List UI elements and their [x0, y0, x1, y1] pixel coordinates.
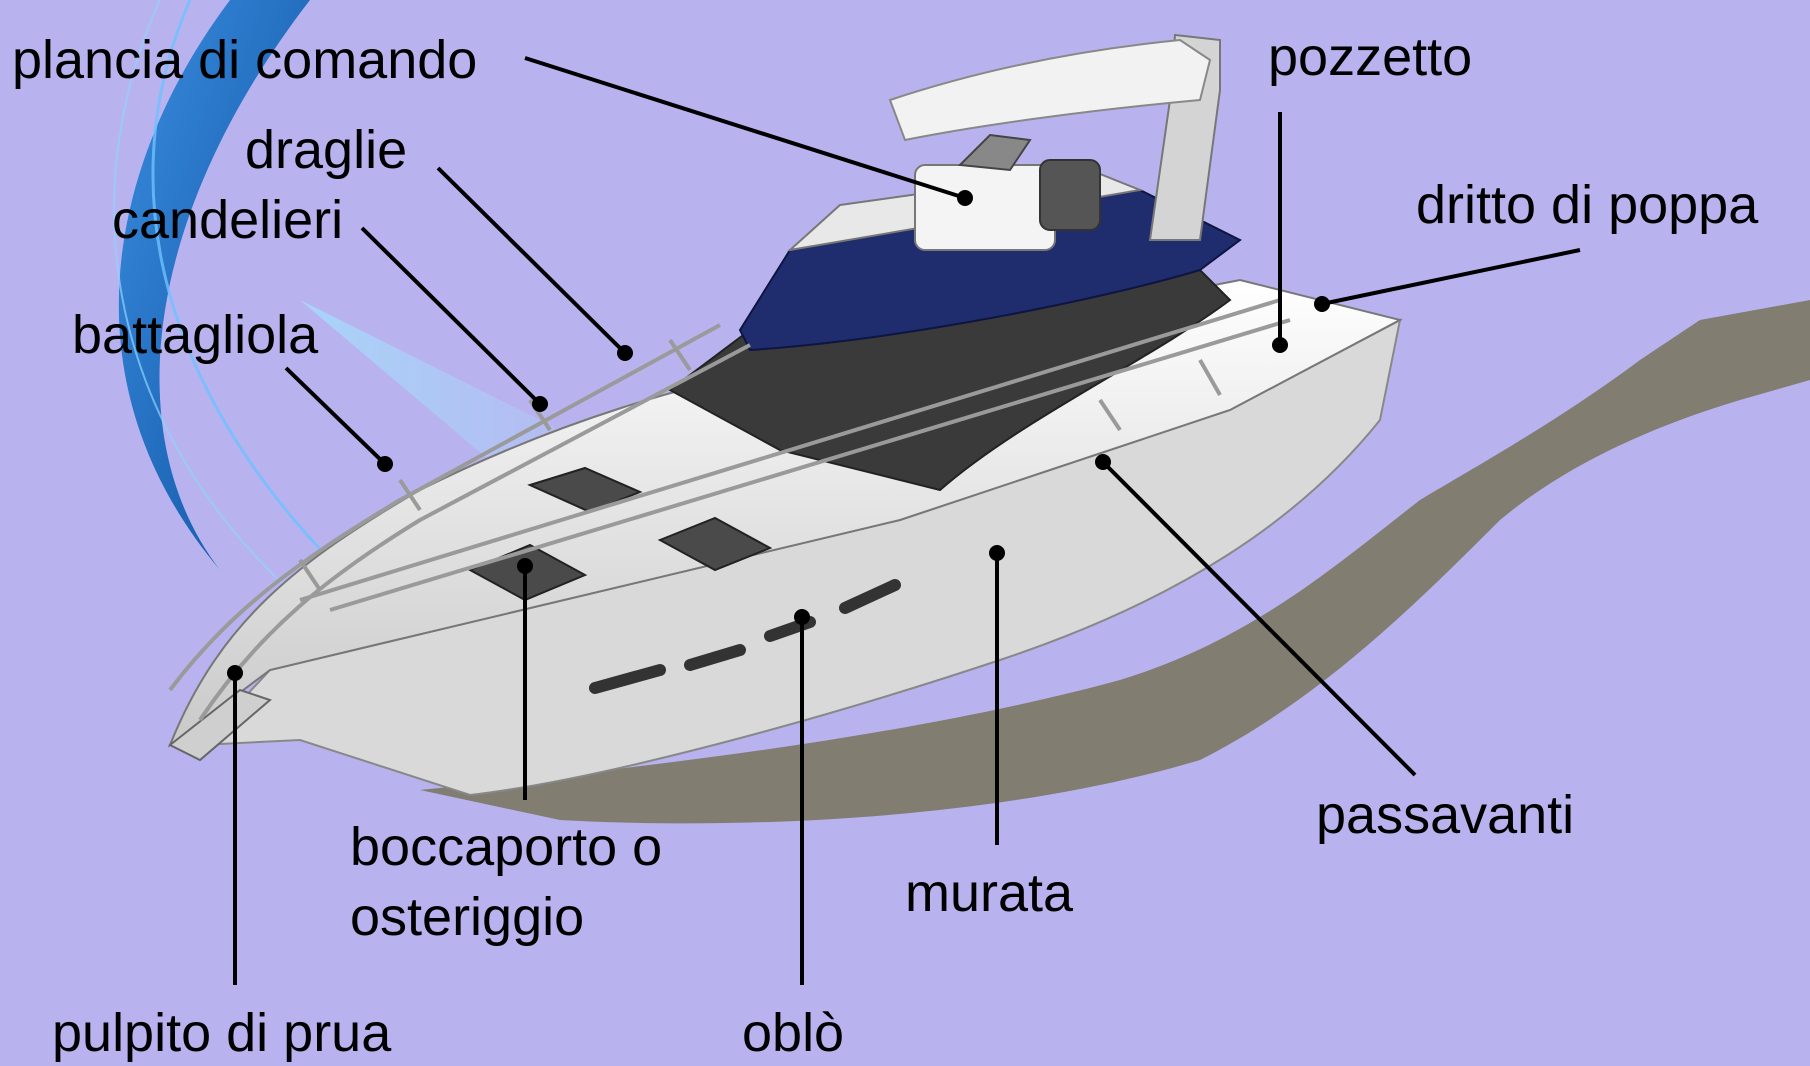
hatch-3 — [657, 516, 773, 572]
label-passavanti: passavanti — [1316, 785, 1575, 845]
leader-plancia — [524, 56, 966, 200]
label-candelieri: candelieri — [112, 190, 344, 250]
leader-battagliola — [284, 366, 387, 466]
railing — [168, 298, 1291, 722]
leader-dots — [227, 190, 1330, 681]
bow — [168, 688, 272, 762]
label-boccaporto-line1: boccaporto o — [350, 817, 663, 877]
hatch-1 — [527, 466, 643, 514]
leader-passavanti — [1101, 460, 1417, 777]
arch-canopy — [888, 38, 1212, 142]
leader-lines — [233, 56, 1581, 985]
label-draglie: draglie — [245, 120, 408, 180]
helm-console — [914, 164, 1056, 251]
label-dritto-di-poppa: dritto di poppa — [1416, 175, 1759, 235]
label-battagliola: battagliola — [72, 305, 319, 365]
label-plancia-di-comando: plancia di comando — [12, 30, 478, 90]
label-oblo: oblò — [742, 1003, 845, 1063]
seat-back — [957, 133, 1032, 172]
boat-shadow — [420, 300, 1810, 824]
leader-candelieri — [360, 226, 542, 406]
label-pozzetto: pozzetto — [1268, 27, 1473, 87]
label-boccaporto-line2: osteriggio — [350, 887, 585, 947]
helm-seat — [1039, 159, 1101, 231]
leader-draglie — [436, 166, 627, 355]
hull-side — [197, 318, 1402, 797]
flybridge-band — [738, 188, 1242, 352]
label-pulpito-di-prua: pulpito di prua — [52, 1003, 392, 1063]
leader-dritto — [1321, 248, 1581, 306]
label-murata: murata — [905, 863, 1074, 923]
